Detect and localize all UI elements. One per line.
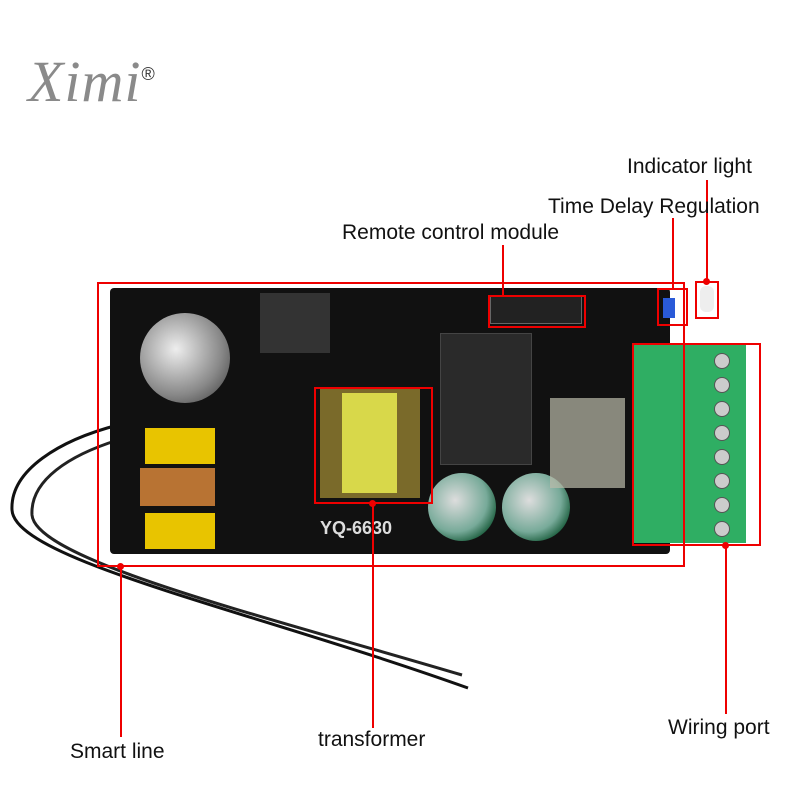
- smart-line-leader: [120, 567, 122, 737]
- inductor: [140, 468, 215, 506]
- indicator-leader: [706, 180, 708, 283]
- indicator-dot: [703, 278, 710, 285]
- transformer-box: [314, 387, 433, 504]
- heatsink-q2: [260, 293, 330, 353]
- potentiometer: [663, 298, 675, 318]
- label-indicator-light: Indicator light: [627, 155, 752, 178]
- transformer-leader: [372, 504, 374, 728]
- remote-module-box: [488, 295, 586, 328]
- wiring-leader: [725, 546, 727, 714]
- label-smart-line: Smart line: [70, 740, 165, 763]
- capacitor-ec1: [140, 313, 230, 403]
- transformer-bobbin: [342, 393, 397, 493]
- heatsink: [440, 333, 532, 465]
- smart-line-dot: [117, 563, 124, 570]
- pcb-board: YQ-6630: [110, 288, 675, 554]
- brand-logo: Ximi®: [28, 52, 218, 112]
- remote-leader: [502, 245, 504, 297]
- terminal-block: [634, 345, 746, 543]
- label-remote-module: Remote control module: [342, 221, 560, 244]
- capacitor-cx2: [145, 428, 215, 464]
- wiring-dot: [722, 542, 729, 549]
- label-transformer: transformer: [318, 728, 426, 751]
- relay: [550, 398, 625, 488]
- label-wiring-port: Wiring port: [668, 716, 770, 739]
- transformer-dot: [369, 500, 376, 507]
- capacitor-ec5: [428, 473, 496, 541]
- indicator-box: [695, 281, 719, 319]
- label-time-delay: Time Delay Regulation: [548, 195, 760, 218]
- logo-text: Ximi: [28, 49, 142, 114]
- remote-connector: [490, 296, 582, 324]
- board-outline-box: [97, 282, 685, 567]
- wiring-port-box: [632, 343, 761, 546]
- time-delay-box: [657, 288, 688, 326]
- indicator-led: [700, 286, 714, 312]
- registered-mark: ®: [141, 64, 156, 84]
- time-delay-leader: [672, 218, 674, 290]
- capacitor-cx1: [145, 513, 215, 549]
- board-silkscreen: YQ-6630: [320, 518, 393, 538]
